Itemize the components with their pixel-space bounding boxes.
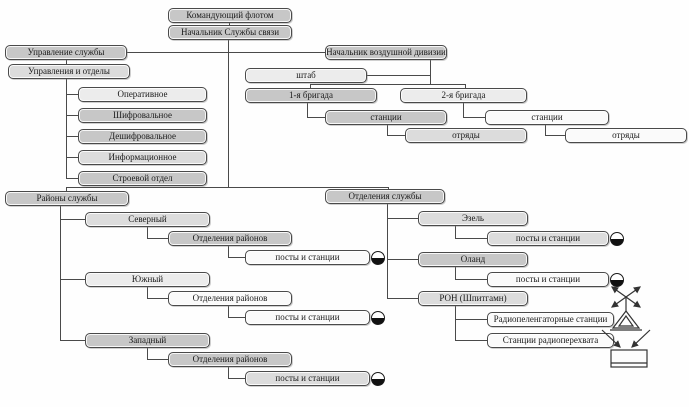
connector-line (147, 359, 168, 360)
connector-line (66, 157, 78, 158)
node-ron-spithamn: РОН (Шпитгамн) (418, 291, 528, 306)
connector-line (228, 317, 245, 318)
node-service-regions: Районы службы (5, 191, 129, 206)
node-operational: Оперативное (78, 87, 207, 102)
node-comms-chief: Начальник Службы связи (168, 25, 292, 40)
connector-line (228, 306, 229, 317)
connector-line (455, 340, 487, 341)
node-detachments-2: отряды (565, 128, 687, 143)
connector-line (228, 378, 245, 379)
connector-line (455, 279, 487, 280)
connector-line (388, 187, 389, 189)
connector-line (147, 238, 168, 239)
node-directorates-and-departments: Управления и отделы (8, 64, 130, 79)
connector-line (430, 60, 431, 85)
node-region-departments-north: Отделения районов (168, 231, 292, 246)
connector-line (455, 306, 456, 340)
connector-line (465, 84, 466, 88)
connector-line (387, 135, 405, 136)
node-oland: Оланд (418, 252, 528, 267)
connector-line (147, 287, 148, 298)
connector-line (66, 187, 389, 188)
node-region-departments-west: Отделения районов (168, 352, 292, 367)
connector-line (66, 178, 78, 179)
node-detachments-1: отряды (405, 128, 527, 143)
connector-line (387, 125, 388, 135)
connector-line (229, 23, 230, 25)
station-marker-icon (371, 311, 385, 325)
connector-line (147, 227, 148, 238)
direction-finding-antenna-icon (610, 286, 642, 331)
node-rdf-stations: Радиопеленгаторные станции (487, 312, 614, 327)
station-marker-icon (610, 232, 624, 246)
station-marker-icon (371, 372, 385, 386)
node-air-division-chief: Начальник воздушной дивизии (325, 45, 447, 60)
connector-line (66, 79, 67, 179)
connector-line (365, 75, 430, 76)
connector-line (228, 367, 229, 378)
connector-line (463, 103, 464, 117)
connector-line (387, 259, 418, 260)
connector-line (387, 298, 418, 299)
node-posts-stations-ezel: посты и станции (487, 231, 609, 246)
node-drill-department: Строевой отдел (78, 171, 207, 186)
node-southern: Южный (85, 272, 210, 287)
connector-line (125, 52, 325, 53)
node-posts-stations-oland: посты и станции (487, 272, 609, 287)
connector-line (228, 40, 229, 188)
connector-line (310, 84, 465, 85)
node-brigade-2: 2-я бригада (400, 88, 527, 103)
node-staff: штаб (245, 68, 367, 83)
connector-line (387, 218, 418, 219)
node-information: Информационное (78, 150, 207, 165)
connector-line (147, 348, 148, 359)
connector-line (66, 94, 78, 95)
connector-line (147, 298, 168, 299)
connector-line (387, 204, 388, 298)
node-fleet-commander: Командующий флотом (168, 8, 292, 23)
connector-line (228, 246, 229, 257)
node-service-directorate: Управление службы (5, 45, 127, 60)
connector-line (545, 135, 565, 136)
node-service-sections: Отделения службы (325, 189, 445, 204)
connector-line (455, 319, 487, 320)
node-western: Западный (85, 333, 210, 348)
connector-line (60, 219, 85, 220)
connector-line (455, 267, 456, 279)
connector-line (455, 238, 487, 239)
node-intercept-stations: Станции радиоперехвата (487, 333, 614, 348)
connector-line (310, 84, 311, 88)
connector-line (60, 279, 85, 280)
node-stations-1: станции (325, 110, 447, 125)
connector-line (66, 136, 78, 137)
node-stations-2: станции (485, 110, 609, 125)
connector-line (545, 125, 546, 135)
connector-line (66, 187, 67, 191)
connector-line (66, 115, 78, 116)
connector-line (228, 257, 245, 258)
node-ezel: Эзель (418, 211, 528, 226)
connector-line (455, 226, 456, 238)
connector-line (66, 60, 67, 64)
connector-line (307, 103, 308, 117)
intercept-receiver-icon (601, 329, 651, 368)
connector-line (60, 340, 85, 341)
connector-line (307, 117, 325, 118)
connector-line (463, 117, 485, 118)
connector-line (60, 206, 61, 340)
station-marker-icon (371, 251, 385, 265)
node-decipher: Дешифровальное (78, 129, 207, 144)
node-brigade-1: 1-я бригада (245, 88, 377, 103)
node-northern: Северный (85, 212, 210, 227)
node-cipher: Шифровальное (78, 108, 207, 123)
node-posts-stations-west: посты и станции (245, 371, 370, 386)
node-posts-stations-south: посты и станции (245, 310, 370, 325)
node-posts-stations-north: посты и станции (245, 250, 370, 265)
node-region-departments-south: Отделения районов (168, 291, 292, 306)
